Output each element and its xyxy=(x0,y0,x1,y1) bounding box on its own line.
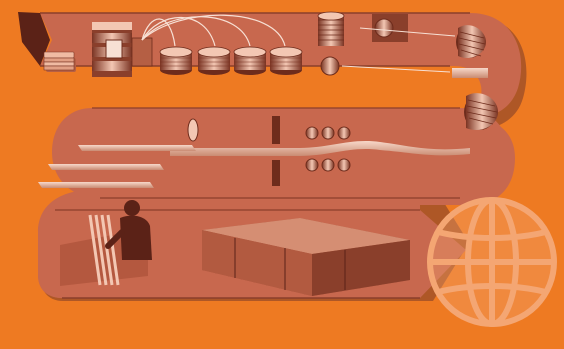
wire-coil-icon xyxy=(198,47,230,75)
die-block-icon xyxy=(372,14,408,42)
copper-cathode-stack-icon xyxy=(44,52,76,72)
wire-coil-icon xyxy=(160,47,192,75)
wire-coil-icon xyxy=(270,47,302,75)
wire-coil-icon xyxy=(234,47,266,75)
spring-coil-icon xyxy=(318,12,344,46)
wire-line xyxy=(342,66,450,72)
globe-icon xyxy=(430,200,554,324)
copper-strip-icon xyxy=(452,68,488,78)
wire-coil-icon xyxy=(321,57,339,75)
